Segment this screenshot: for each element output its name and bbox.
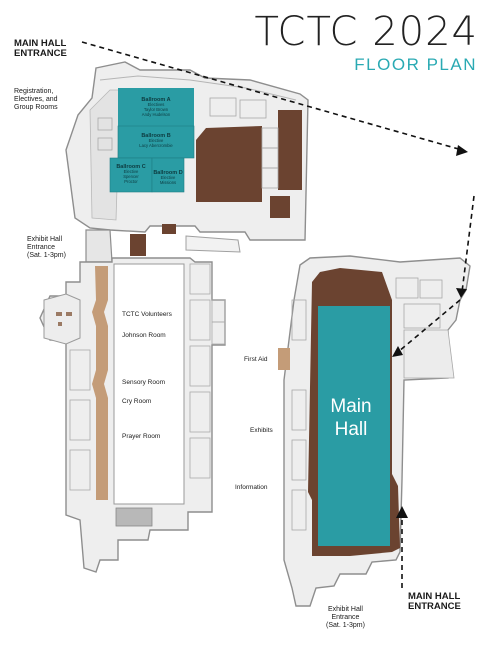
- chapel-details: [56, 312, 72, 326]
- ballroom-b-label: Ballroom B Elective Lacy Abercrombie: [139, 133, 173, 148]
- north-small-rooms: [97, 97, 279, 189]
- first-aid-room: [278, 348, 290, 370]
- page-subtitle: FLOOR PLAN: [354, 55, 477, 74]
- information-label: Information: [235, 484, 268, 491]
- route-top-to-right: [81, 41, 463, 151]
- first-aid-label: First Aid: [244, 356, 268, 363]
- west-chapel-wing: [43, 293, 81, 345]
- brown-connector-block: [130, 234, 146, 256]
- registration-label: Registration, Electives, and Group Rooms: [14, 88, 58, 111]
- east-wing: [403, 329, 455, 379]
- exhibits-label: Exhibits: [250, 427, 273, 434]
- arrowhead-2: [456, 288, 467, 298]
- north-building-inner-wall: [99, 75, 297, 101]
- east-annex-rooms: [291, 277, 443, 531]
- arrowhead-1: [456, 145, 468, 156]
- room-label-johnson-room: Johnson Room: [122, 332, 166, 339]
- connector-corridor: [85, 224, 241, 263]
- north-building-hall: [89, 89, 121, 221]
- route-into-main-hall: [397, 299, 461, 353]
- main-hall-entrance-top-label: MAIN HALL ENTRANCE: [14, 38, 67, 59]
- brown-connector-block-2: [162, 224, 176, 234]
- route-right-down: [461, 195, 475, 293]
- main-hall: [318, 306, 390, 546]
- main-hall-entrance-bottom-label: MAIN HALL ENTRANCE: [408, 591, 461, 612]
- room-label-prayer-room: Prayer Room: [122, 433, 161, 440]
- west-open-room: [113, 263, 185, 505]
- west-side-rooms: [69, 263, 226, 491]
- room-label-cry-room: Cry Room: [122, 398, 152, 405]
- arrowhead-4: [396, 506, 408, 518]
- west-building: [39, 257, 226, 573]
- room-label-sensory-room: Sensory Room: [122, 379, 165, 386]
- exhibit-hall-entrance-bottom-label: Exhibit Hall Entrance (Sat. 1-3pm): [326, 606, 365, 629]
- ballroom-a: [118, 88, 194, 126]
- ballroom-a-label: Ballroom A Electives Taylor Brown Andy H…: [141, 97, 171, 117]
- brown-block-large: [196, 126, 262, 202]
- room-label-tctc-volunteers: TCTC Volunteers: [122, 311, 172, 318]
- brown-block-strip: [278, 110, 302, 190]
- east-building: [278, 255, 471, 607]
- north-building: [65, 61, 309, 241]
- brown-block-small: [270, 196, 290, 218]
- ballroom-c: [109, 157, 153, 193]
- arrowhead-3: [392, 346, 403, 357]
- west-stair-block: [115, 507, 153, 527]
- route-arrowheads: [392, 145, 468, 518]
- ballroom-c-label: Ballroom C Elective Spencer Proctor: [116, 164, 146, 184]
- ballroom-b: [117, 125, 195, 159]
- route-arrows: [81, 41, 475, 588]
- west-tan-corridor: [92, 266, 108, 500]
- ballroom-d: [151, 157, 185, 193]
- page-title: TCTC 2024: [254, 9, 478, 55]
- main-hall-label: Main Hall: [330, 396, 372, 440]
- exhibit-hall-entrance-left-label: Exhibit Hall Entrance (Sat. 1-3pm): [27, 236, 66, 259]
- ballroom-d-label: Ballroom D Elective Missions: [153, 170, 183, 185]
